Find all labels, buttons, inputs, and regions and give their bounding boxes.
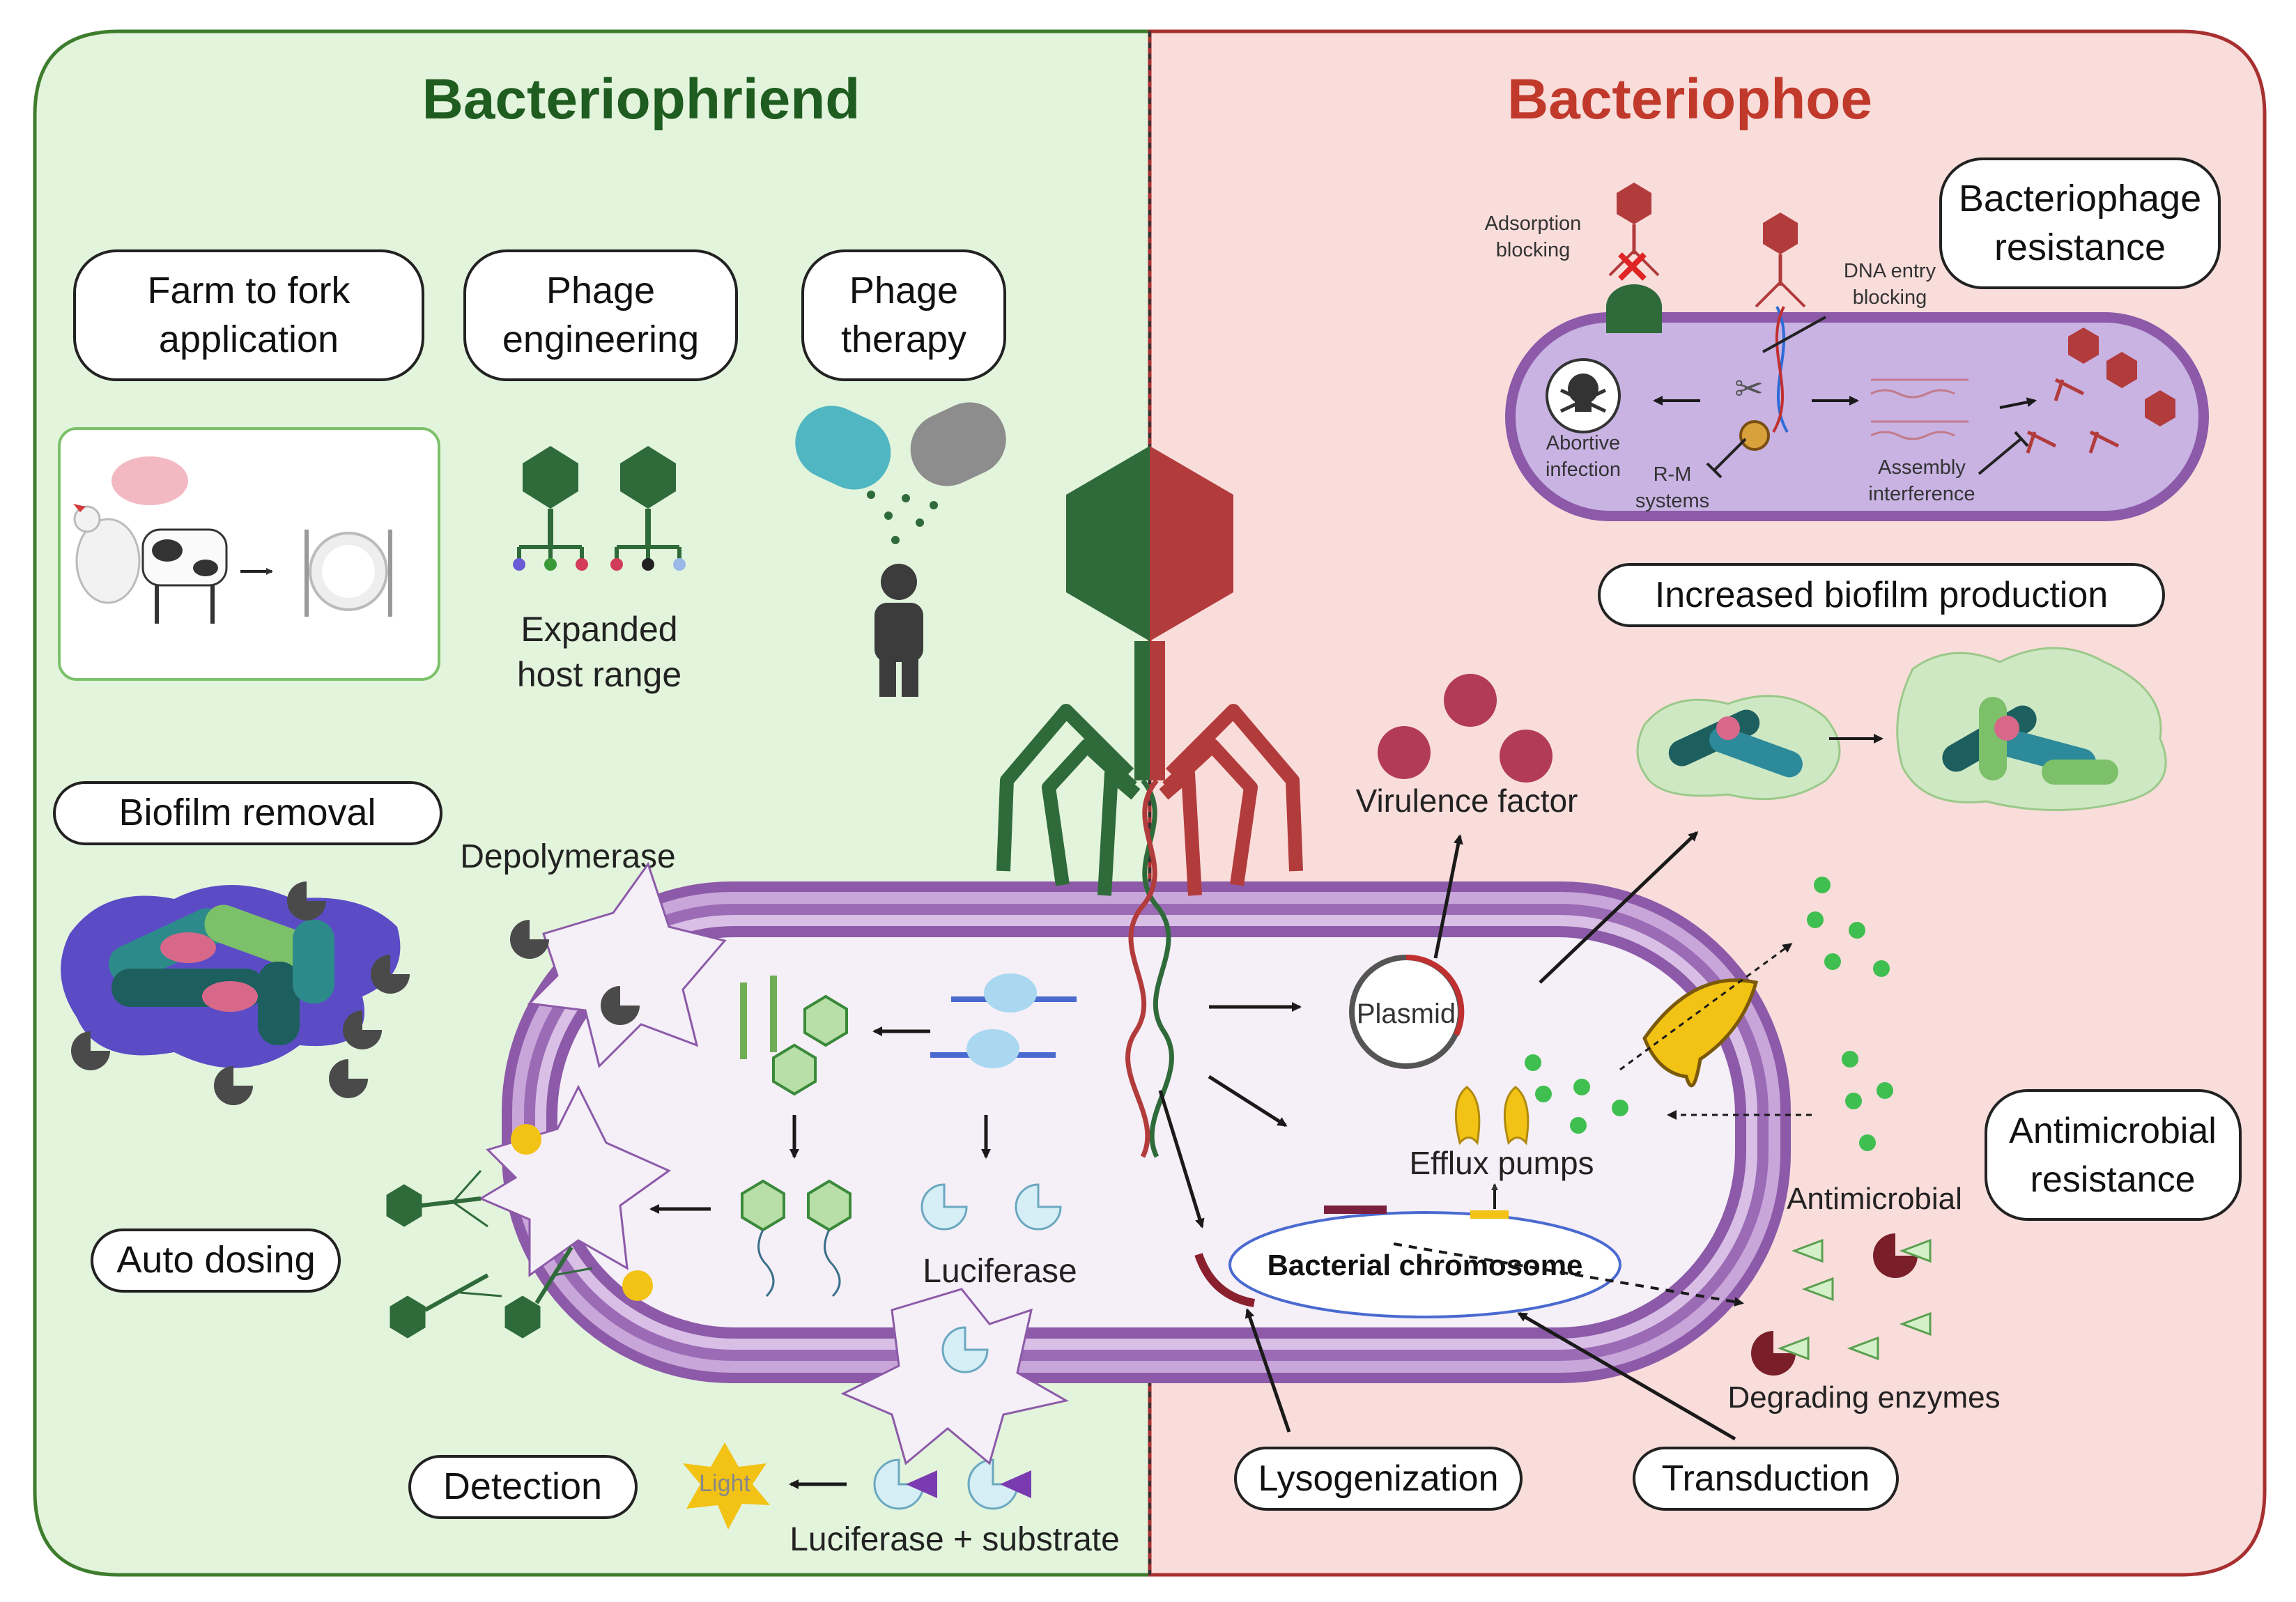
transduction-text: Transduction	[1662, 1458, 1870, 1499]
biofilm-blob	[61, 885, 401, 1068]
adsorption-phage-icon	[1606, 183, 1662, 333]
rm-systems-line1: R-M	[1654, 463, 1692, 486]
phage-assembly	[740, 976, 991, 1297]
central-phage-green	[996, 446, 1150, 896]
phage-therapy-line2: therapy	[841, 318, 966, 360]
biofilm-removal-text: Biofilm removal	[118, 792, 376, 833]
expanded-host-range-line2: host range	[517, 655, 681, 694]
auto-dosing-text: Auto dosing	[116, 1239, 315, 1281]
detection-text: Detection	[443, 1465, 602, 1507]
luciferase-icons	[920, 1183, 1062, 1373]
friend-title: Bacteriophriend	[422, 68, 861, 131]
bacteriophage-resistance-line2: resistance	[1994, 226, 2166, 268]
small-biofilm-icon	[1636, 695, 1841, 801]
yellow-pump-icon	[1642, 978, 1759, 1088]
bacteriophage-resistance-label: Bacteriophage resistance	[1939, 157, 2221, 289]
assembly-interference-line2: interference	[1868, 483, 1975, 505]
released-phages	[386, 1170, 593, 1339]
expanded-host-range-line1: Expanded	[521, 610, 677, 649]
central-phage-red	[1150, 446, 1303, 896]
efflux-pump-icons	[1454, 1086, 1530, 1146]
lysogenization-label: Lysogenization	[1234, 1447, 1523, 1511]
prophage-insert	[1194, 1252, 1256, 1307]
antimicrobial-resistance-label: Antimicrobial resistance	[1985, 1089, 2242, 1221]
auto-dosing-label: Auto dosing	[91, 1229, 341, 1293]
luciferase-label: Luciferase	[923, 1253, 1077, 1290]
light-text: Light	[699, 1470, 750, 1497]
increased-biofilm-label: Increased biofilm production	[1598, 563, 2165, 627]
antimicrobial-triangles	[1791, 1238, 1932, 1361]
antimicrobial-resistance-line2: resistance	[2031, 1160, 2196, 1200]
degrading-enzyme-icons	[1751, 1233, 1932, 1376]
bacterial-chromosome-label: Bacterial chromosome	[1268, 1249, 1583, 1281]
foe-title: Bacteriophoe	[1507, 68, 1872, 131]
transduction-label: Transduction	[1633, 1447, 1899, 1511]
farm-to-fork-line2: application	[159, 318, 339, 360]
resistance-cell	[1505, 312, 2209, 521]
phage-therapy-line1: Phage	[849, 270, 958, 311]
lysogenization-text: Lysogenization	[1258, 1458, 1499, 1499]
yellow-receptor-icon	[511, 1124, 541, 1155]
person-icon	[875, 564, 923, 697]
antimicrobial-dots	[1525, 877, 1893, 1151]
depolymerase-in-burst	[510, 920, 640, 1025]
depolymerase-label: Depolymerase	[460, 838, 675, 875]
farm-image	[58, 427, 440, 681]
dna-entry-blocking-line1: DNA entry	[1844, 260, 1936, 282]
assembly-interference-line1: Assembly	[1878, 456, 1966, 479]
detection-label: Detection	[408, 1455, 638, 1519]
adsorption-blocking-line2: blocking	[1496, 239, 1570, 261]
rm-systems-line2: systems	[1635, 490, 1709, 512]
luciferase-substrate-label: Luciferase + substrate	[789, 1521, 1120, 1558]
light-star-icon: Light	[683, 1442, 770, 1530]
ribosome-icons	[930, 973, 1077, 1068]
scissors-icon: ✂	[1734, 369, 1764, 408]
virulence-factor-icons	[1378, 674, 1553, 783]
biofilm-removal-label: Biofilm removal	[53, 781, 442, 845]
dna-entry-blocking-line2: blocking	[1853, 286, 1927, 309]
phage-engineering-line1: Phage	[546, 270, 655, 311]
mrna-strands	[1870, 378, 1968, 440]
luciferase-substrate-icons	[873, 1458, 1031, 1510]
degrading-enzymes-label: Degrading enzymes	[1727, 1380, 2000, 1415]
bacteriophage-resistance-line1: Bacteriophage	[1959, 178, 2201, 219]
abortive-infection-line2: infection	[1546, 459, 1621, 481]
virulence-factor-label: Virulence factor	[1356, 783, 1578, 819]
antimicrobial-resistance-line1: Antimicrobial	[2009, 1111, 2217, 1151]
skull-icon	[1546, 358, 1621, 433]
phage-dna-helix	[1125, 778, 1174, 1158]
yellow-receptor-icon	[622, 1270, 653, 1301]
efflux-pumps-label: Efflux pumps	[1409, 1145, 1594, 1181]
adsorption-blocking-line1: Adsorption	[1485, 213, 1582, 235]
dna-entry-phage-icon	[1755, 213, 1826, 433]
farm-to-fork-label: Farm to fork application	[73, 249, 424, 381]
engineered-phages	[513, 446, 686, 571]
large-biofilm-icon	[1896, 647, 2167, 811]
rm-enzyme-icon	[1739, 420, 1770, 451]
depolymerase-enzymes	[71, 881, 410, 1105]
antimicrobial-label: Antimicrobial	[1787, 1182, 1962, 1216]
phage-engineering-line2: engineering	[502, 318, 699, 360]
bacterial-chromosome: Bacterial chromosome	[1228, 1206, 1621, 1318]
chicken-icon	[75, 518, 141, 604]
capsule-icon	[795, 402, 1006, 544]
pig-icon	[111, 456, 188, 505]
assembly-phage-icons	[2026, 328, 2175, 454]
farm-to-fork-line1: Farm to fork	[147, 270, 350, 311]
plasmid-icon: Plasmid	[1349, 954, 1465, 1069]
plasmid-label: Plasmid	[1357, 999, 1456, 1029]
phage-engineering-label: Phage engineering	[463, 249, 738, 381]
increased-biofilm-text: Increased biofilm production	[1655, 575, 2108, 615]
cell-lysis-bursts	[478, 861, 1070, 1465]
phage-therapy-label: Phage therapy	[801, 249, 1006, 381]
abortive-infection-line1: Abortive	[1546, 432, 1620, 454]
